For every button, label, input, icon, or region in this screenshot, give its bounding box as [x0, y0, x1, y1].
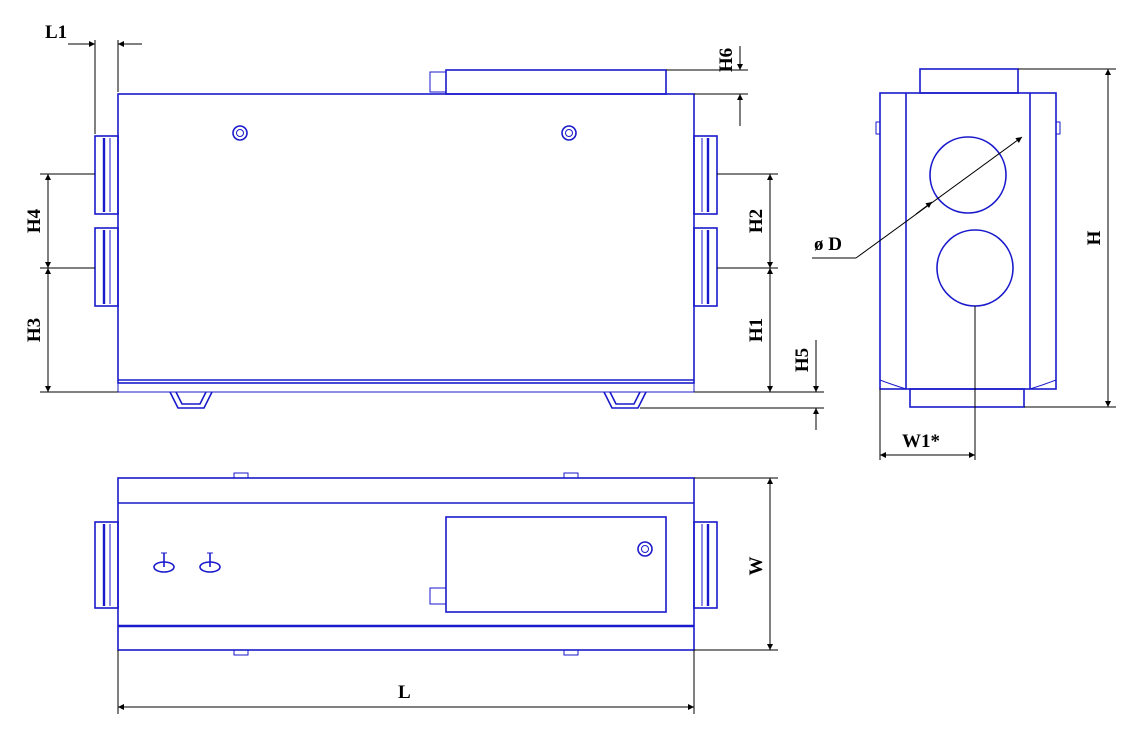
top-right-flange [693, 521, 718, 609]
front-base-rail [117, 382, 695, 393]
label-H3: H3 [24, 318, 45, 342]
top-duct-fitting [429, 71, 447, 93]
side-bottom-rail [909, 388, 1025, 408]
top-view [94, 472, 718, 656]
label-H6: H6 [716, 48, 737, 72]
left-flange-upper [94, 135, 119, 215]
right-flange-lower [693, 227, 718, 307]
duct-circle-lower [936, 229, 1014, 307]
front-main-body [117, 93, 695, 384]
label-L: L [398, 682, 411, 703]
label-W: W [746, 557, 767, 576]
foot-right [603, 391, 647, 409]
label-H5: H5 [792, 348, 813, 372]
side-tab-right [1055, 121, 1061, 135]
dimensions: L1 H6 H4 H3 H2 H1 H5 ø D [24, 22, 1116, 714]
side-view [875, 68, 1061, 408]
label-H4: H4 [24, 208, 45, 233]
label-H: H [1084, 230, 1105, 245]
foot-left [169, 391, 213, 409]
label-H1: H1 [746, 318, 767, 342]
access-panel [445, 516, 667, 613]
bolt-right [561, 125, 577, 141]
left-flange-lower [94, 227, 119, 307]
label-W1: W1* [902, 431, 940, 452]
label-D: ø D [814, 234, 842, 255]
tab-4 [563, 649, 579, 656]
side-bottom-curve [879, 379, 1057, 390]
side-tab-left [875, 121, 881, 135]
label-L1: L1 [45, 22, 67, 43]
drain-left [153, 552, 175, 573]
right-flange-upper [693, 135, 718, 215]
panel-fitting [429, 587, 447, 605]
tab-3 [233, 649, 249, 656]
panel-bolt [637, 541, 653, 557]
duct-circle-upper [929, 136, 1007, 214]
drain-right [199, 552, 221, 573]
side-top-duct [919, 68, 1019, 94]
bolt-left [232, 125, 248, 141]
label-H2: H2 [746, 209, 767, 233]
tab-1 [233, 472, 249, 479]
top-duct-box [445, 69, 667, 95]
tab-2 [563, 472, 579, 479]
front-view [94, 69, 718, 409]
top-left-flange [94, 521, 119, 609]
